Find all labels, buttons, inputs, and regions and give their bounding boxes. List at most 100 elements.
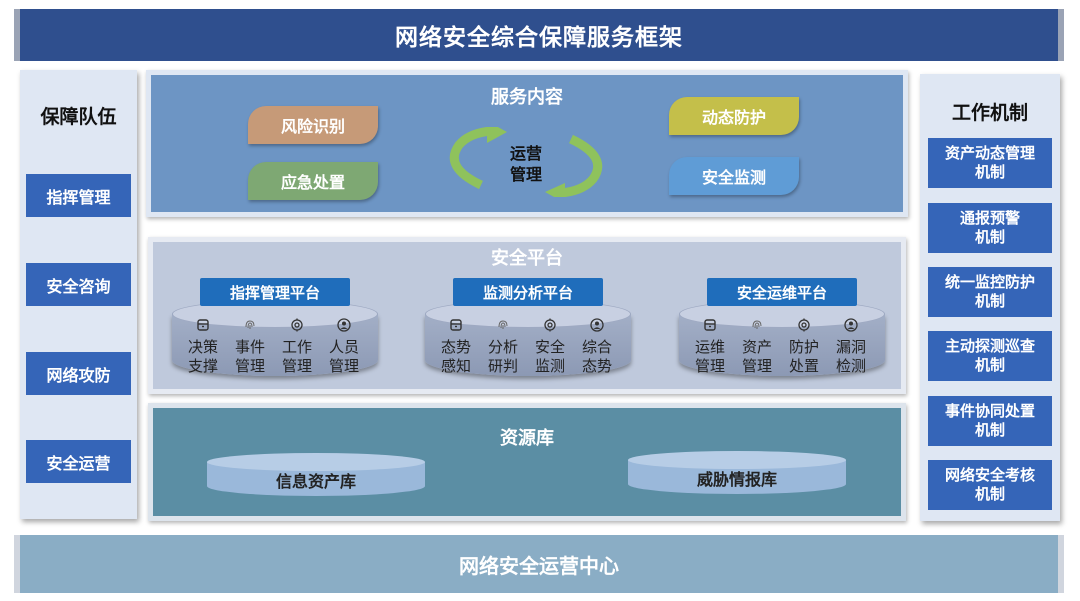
mechanism-item-line: 通报预警 [959, 209, 1020, 227]
box-icon [433, 318, 479, 337]
platform-function-line: 感知 [440, 357, 471, 375]
team-item: 安全运营 [26, 440, 131, 483]
platform-function: 决策支撑 [180, 318, 226, 376]
resource-db: 信息资产库 [207, 453, 425, 499]
platform-function-line: 监测 [534, 357, 565, 375]
platform-function-line: 运维 [694, 338, 725, 356]
box-icon [687, 318, 733, 337]
platform-label: 指挥管理平台 [200, 278, 350, 306]
platform-function-line: 决策 [187, 338, 218, 356]
resource-db-label: 信息资产库 [275, 472, 356, 491]
mechanism-item-line: 机制 [974, 228, 1005, 246]
platform-function-line: 人员 [328, 338, 359, 356]
operation-center-line: 管理 [509, 165, 542, 184]
box-icon [180, 318, 226, 337]
mechanism-item-line: 事件协同处置 [944, 402, 1035, 420]
platform-function-line: 管理 [328, 357, 359, 375]
platform-group: 安全运维平台运维管理资产管理防护处置漏洞检测 [679, 278, 885, 388]
platform-group: 监测分析平台态势感知分析研判安全监测综合态势 [425, 278, 631, 388]
mechanism-item: 统一监控防护 机制 [928, 267, 1052, 317]
service-title: 服务内容 [491, 87, 563, 108]
platform-function: 安全监测 [527, 318, 573, 376]
framework-title: 网络安全综合保障服务框架 [14, 9, 1064, 61]
platform-function-line: 研判 [487, 357, 518, 375]
team-item: 安全咨询 [26, 263, 131, 306]
team-item: 网络攻防 [26, 352, 131, 395]
service-item: 安全监测 [669, 157, 799, 195]
mechanism-item-line: 网络安全考核 [944, 466, 1035, 484]
mechanism-item-line: 机制 [974, 356, 1005, 374]
platform-function: 事件管理 [227, 318, 273, 376]
user-icon [828, 318, 874, 337]
target-icon [527, 318, 573, 337]
platform-function: 防护处置 [781, 318, 827, 376]
operation-center-label: 运营 管理 [491, 141, 561, 187]
service-item: 风险识别 [248, 106, 378, 144]
mechanism-item-line: 资产动态管理 [944, 144, 1035, 162]
platform-function-line: 防护 [788, 338, 819, 356]
platform-function: 分析研判 [480, 318, 526, 376]
platform-function-line: 资产 [741, 338, 772, 356]
platform-function-line: 工作 [281, 338, 312, 356]
mechanism-item-line: 主动探测巡查 [944, 337, 1035, 355]
service-item: 动态防护 [669, 97, 799, 135]
resource-db-label: 威胁情报库 [696, 470, 777, 489]
user-icon [574, 318, 620, 337]
team-title: 保障队伍 [40, 105, 117, 128]
mechanism-item: 通报预警 机制 [928, 203, 1052, 253]
user-icon [321, 318, 367, 337]
mechanism-item-line: 机制 [974, 421, 1005, 439]
team-item: 指挥管理 [26, 174, 131, 217]
mechanism-item-line: 统一监控防护 [944, 273, 1035, 291]
resource-panel: 资源库 信息资产库 威胁情报库 [148, 403, 906, 521]
platform-function-line: 态势 [440, 338, 471, 356]
platform-function-line: 管理 [694, 357, 725, 375]
platform-function: 工作管理 [274, 318, 320, 376]
team-panel: 保障队伍 指挥管理 安全咨询 网络攻防 安全运营 [20, 70, 137, 519]
operation-center-line: 运营 [509, 144, 542, 163]
target-icon [274, 318, 320, 337]
platform-function-line: 安全 [534, 338, 565, 356]
platform-label: 安全运维平台 [707, 278, 857, 306]
platform-function: 运维管理 [687, 318, 733, 376]
platform-function-line: 管理 [281, 357, 312, 375]
mechanism-panel: 工作机制 资产动态管理 机制 通报预警 机制 统一监控防护 机制 主动探测巡查 … [920, 74, 1060, 521]
mechanism-item-line: 机制 [974, 163, 1005, 181]
mechanism-item: 网络安全考核 机制 [928, 460, 1052, 510]
platform-function: 人员管理 [321, 318, 367, 376]
platform-function: 漏洞检测 [828, 318, 874, 376]
platform-function-line: 管理 [234, 357, 265, 375]
service-item: 应急处置 [248, 162, 378, 200]
platform-function-line: 漏洞 [835, 338, 866, 356]
resource-db-top [628, 451, 846, 469]
platform-function-line: 分析 [487, 338, 518, 356]
mechanism-title: 工作机制 [951, 101, 1028, 124]
platform-function: 综合态势 [574, 318, 620, 376]
platform-function-line: 管理 [741, 357, 772, 375]
platform-function-line: 事件 [234, 338, 265, 356]
mechanism-item: 主动探测巡查 机制 [928, 331, 1052, 381]
service-panel: 服务内容 风险识别 应急处置 动态防护 安全监测 运营 管理 [146, 70, 908, 217]
fingerprint-icon [734, 318, 780, 337]
mechanism-item: 事件协同处置 机制 [928, 396, 1052, 446]
resource-title: 资源库 [500, 428, 554, 449]
resource-db-top [207, 453, 425, 471]
platform-title: 安全平台 [491, 248, 563, 269]
platform-function-line: 检测 [835, 357, 866, 375]
platform-function-line: 支撑 [187, 357, 218, 375]
platform-function-line: 处置 [788, 357, 819, 375]
target-icon [781, 318, 827, 337]
mechanism-item: 资产动态管理 机制 [928, 138, 1052, 188]
platform-function: 态势感知 [433, 318, 479, 376]
operation-center-banner: 网络安全运营中心 [14, 535, 1064, 593]
resource-db: 威胁情报库 [628, 451, 846, 497]
platform-function-line: 态势 [581, 357, 612, 375]
platform-group: 指挥管理平台决策支撑事件管理工作管理人员管理 [172, 278, 378, 388]
platform-label: 监测分析平台 [453, 278, 603, 306]
fingerprint-icon [480, 318, 526, 337]
platform-function: 资产管理 [734, 318, 780, 376]
platform-function-line: 综合 [581, 338, 612, 356]
mechanism-item-line: 机制 [974, 292, 1005, 310]
cycle-arrows-icon [449, 127, 603, 197]
fingerprint-icon [227, 318, 273, 337]
